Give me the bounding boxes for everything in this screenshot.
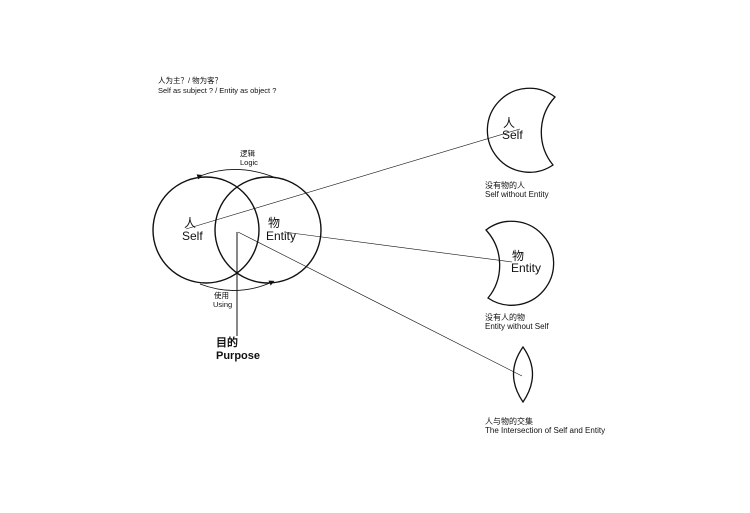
entity-label-en: Entity [266,229,297,243]
entity-only-shape [485,220,555,306]
self-circle [152,176,260,284]
self-only-caption-en: Self without Entity [485,190,549,199]
using-arrow [199,280,275,291]
self-label-en: Self [182,229,203,243]
using-label-zh: 使用 [214,291,229,300]
intersection-caption-en: The Intersection of Self and Entity [485,426,606,435]
logic-label-en: Logic [240,158,258,167]
purpose-label-zh: 目的 [216,337,238,349]
self-only-caption-zh: 没有物的人 [485,181,525,190]
entity-label-zh: 物 [268,216,281,230]
intersection-connector-line [237,231,523,377]
entity-only-shape-label-zh: 物 [512,249,525,263]
self-only-shape-label-zh: 人 [503,116,516,130]
entity-only-caption-zh: 没有人的物 [485,313,525,322]
entity-circle [214,176,322,284]
entity-only-caption-en: Entity without Self [485,322,549,331]
question-zh: 人为主？/ 物为客？ [158,76,223,85]
entity-connector-line [283,231,513,263]
purpose-label-en: Purpose [216,350,261,362]
intersection-lens-shape [512,345,534,404]
self-connector-line [185,128,521,230]
question-en: Self as subject ? / Entity as object ? [158,86,277,95]
self-only-shape [486,87,556,173]
entity-only-shape-label-en: Entity [511,261,542,275]
self-only-shape-label-en: Self [502,128,523,142]
logic-arrow [196,169,277,180]
logic-label-zh: 逻辑 [240,149,255,158]
self-label-zh: 人 [184,216,197,230]
intersection-caption-zh: 人与物的交集 [485,417,533,426]
using-label-en: Using [213,300,233,309]
